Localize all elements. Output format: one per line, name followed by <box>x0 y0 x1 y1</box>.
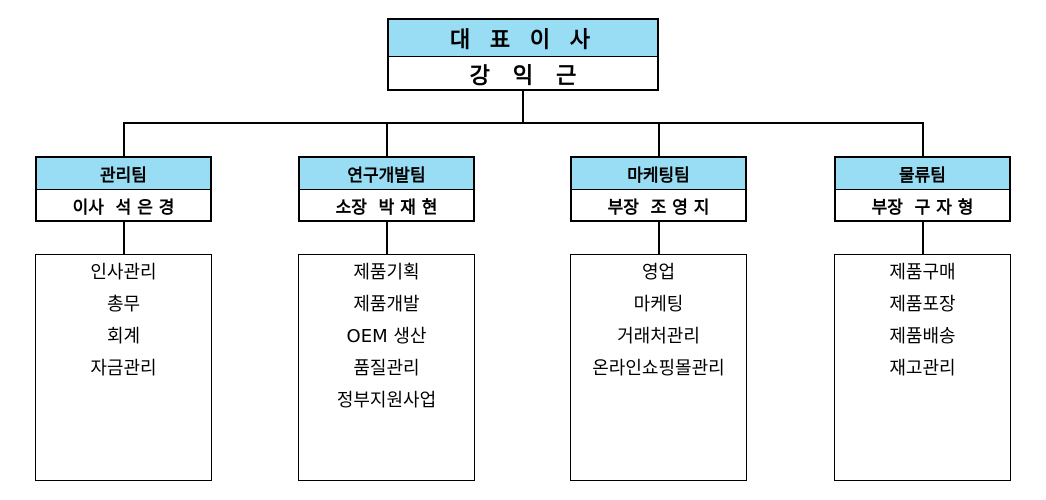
dept-box-logistics: 물류팀 부장 구 자 형 <box>834 156 1011 222</box>
dept-leader: 부장 구 자 형 <box>871 198 974 218</box>
task-item: 재고관리 <box>889 358 956 379</box>
task-item: 자금관리 <box>90 358 157 379</box>
task-list: 인사관리 총무 회계 자금관리 <box>36 257 211 385</box>
task-box-logistics: 제품구매 제품포장 제품배송 재고관리 <box>834 254 1011 481</box>
connector-tasks-4 <box>922 220 924 255</box>
task-item: 제품기획 <box>353 262 420 283</box>
connector-tasks-1 <box>123 220 125 255</box>
task-item: 제품배송 <box>889 326 956 347</box>
connector-dept-2 <box>386 122 388 157</box>
ceo-title: 대 표 이 사 <box>389 20 657 57</box>
dept-box-admin: 관리팀 이사 석 은 경 <box>35 156 212 222</box>
task-list: 제품구매 제품포장 제품배송 재고관리 <box>835 257 1010 385</box>
dept-title: 관리팀 <box>37 158 210 190</box>
dept-leader: 이사 석 은 경 <box>72 198 175 218</box>
task-item: 온라인쇼핑몰관리 <box>592 358 725 379</box>
connector-dept-1 <box>123 122 125 157</box>
connector-tasks-2 <box>386 220 388 255</box>
task-item: 회계 <box>106 326 141 347</box>
task-box-marketing: 영업 마케팅 거래처관리 온라인쇼핑몰관리 <box>570 254 747 481</box>
dept-title: 물류팀 <box>836 158 1009 190</box>
dept-title: 연구개발팀 <box>300 158 473 190</box>
task-item: 인사관리 <box>90 262 157 283</box>
connector-ceo-down <box>522 90 524 123</box>
task-item: 총무 <box>106 294 141 315</box>
task-item: OEM 생산 <box>346 326 427 347</box>
task-item: 마케팅 <box>633 294 684 315</box>
task-list: 제품기획 제품개발 OEM 생산 품질관리 정부지원사업 <box>299 257 474 417</box>
dept-title: 마케팅팀 <box>572 158 745 190</box>
task-item: 품질관리 <box>353 358 420 379</box>
dept-leader: 소장 박 재 현 <box>335 198 438 218</box>
ceo-box: 대 표 이 사 강 익 근 <box>387 18 659 91</box>
task-item: 거래처관리 <box>617 326 700 347</box>
connector-tasks-3 <box>658 220 660 255</box>
connector-horizontal <box>123 122 924 124</box>
dept-box-marketing: 마케팅팀 부장 조 영 지 <box>570 156 747 222</box>
task-item: 제품구매 <box>889 262 956 283</box>
task-list: 영업 마케팅 거래처관리 온라인쇼핑몰관리 <box>571 257 746 385</box>
task-item: 정부지원사업 <box>336 390 437 411</box>
task-box-rnd: 제품기획 제품개발 OEM 생산 품질관리 정부지원사업 <box>298 254 475 481</box>
connector-dept-3 <box>658 122 660 157</box>
task-item: 제품개발 <box>353 294 420 315</box>
connector-dept-4 <box>922 122 924 157</box>
dept-leader: 부장 조 영 지 <box>607 198 710 218</box>
task-box-admin: 인사관리 총무 회계 자금관리 <box>35 254 212 481</box>
task-item: 영업 <box>641 262 676 283</box>
dept-box-rnd: 연구개발팀 소장 박 재 현 <box>298 156 475 222</box>
ceo-name: 강 익 근 <box>469 63 577 89</box>
task-item: 제품포장 <box>889 294 956 315</box>
